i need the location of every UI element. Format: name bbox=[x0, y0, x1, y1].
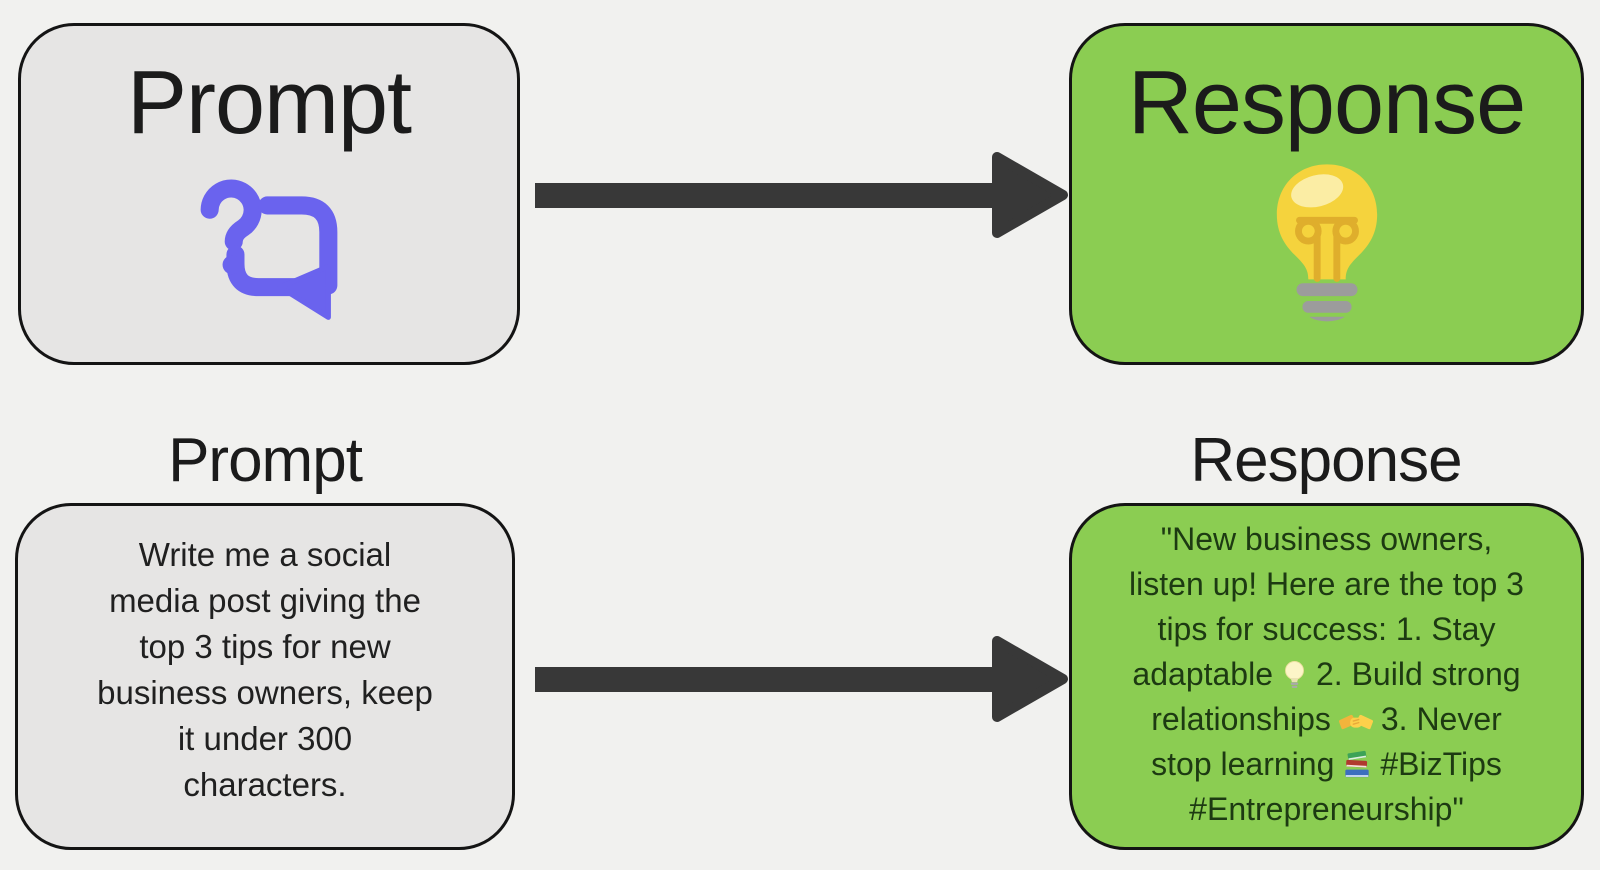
prompt-concept-box: Prompt bbox=[18, 23, 520, 365]
response-example-box: "New business owners, listen up! Here are… bbox=[1069, 503, 1584, 850]
handshake-emoji bbox=[1338, 711, 1373, 735]
arrow-right-icon bbox=[535, 629, 1070, 729]
response-example-text: "New business owners, listen up! Here are… bbox=[1072, 506, 1581, 832]
text-line: "New business owners, bbox=[1160, 521, 1493, 557]
text-line: adaptable 2. Build strong bbox=[1132, 656, 1521, 692]
light-bulb-emoji bbox=[1281, 660, 1308, 690]
prompt-example-text: Write me a social media post giving the to… bbox=[18, 506, 512, 808]
text-line: tips for success: 1. Stay bbox=[1157, 611, 1496, 647]
light-bulb-icon bbox=[1268, 158, 1386, 331]
text-line: #Entrepreneurship" bbox=[1189, 791, 1464, 827]
prompt-example-box: Write me a social media post giving the to… bbox=[15, 503, 515, 850]
response-concept-box: Response bbox=[1069, 23, 1584, 365]
text-line: business owners, keep bbox=[97, 674, 433, 711]
text-line: listen up! Here are the top 3 bbox=[1129, 566, 1524, 602]
text-line: it under 300 bbox=[177, 720, 353, 757]
text-line: media post giving the bbox=[109, 582, 421, 619]
text-line: stop learning #BizTips bbox=[1151, 746, 1502, 782]
prompt-example-heading: Prompt bbox=[168, 426, 363, 495]
text-line: top 3 tips for new bbox=[139, 628, 391, 665]
response-example-heading: Response bbox=[1190, 426, 1462, 495]
text-line: relationships 3. Never bbox=[1151, 701, 1502, 737]
text-line: characters. bbox=[183, 766, 347, 803]
books-emoji bbox=[1342, 750, 1372, 780]
arrow-right-icon bbox=[535, 145, 1070, 245]
prompt-box-title: Prompt bbox=[126, 53, 412, 153]
question-chat-icon bbox=[183, 158, 355, 331]
response-box-title: Response bbox=[1127, 53, 1526, 153]
text-line: Write me a social bbox=[138, 536, 392, 573]
